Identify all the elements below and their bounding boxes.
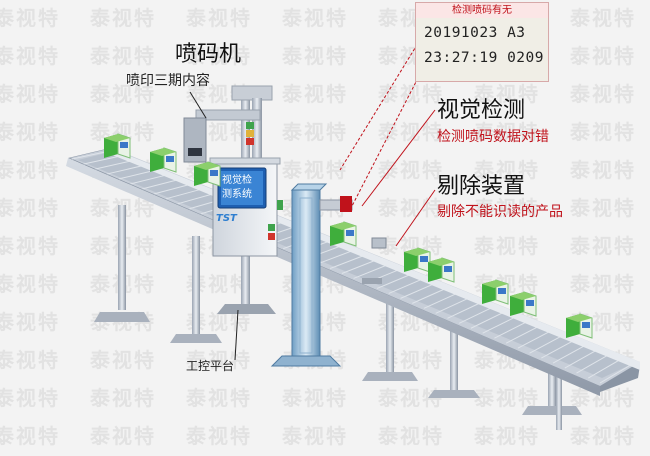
code-readout-line-2: 23:27:19 0209 bbox=[424, 50, 544, 66]
conveyor-roller bbox=[107, 164, 146, 175]
product-box bbox=[194, 161, 221, 187]
control-cabinet bbox=[209, 157, 283, 257]
screen-text-line-1: 视觉检 bbox=[222, 175, 252, 186]
leader-lines bbox=[189, 39, 436, 361]
conveyor-roller bbox=[376, 273, 413, 289]
product-box bbox=[404, 247, 431, 273]
conveyor-roller bbox=[177, 192, 215, 205]
platform-label: 工控平台 bbox=[186, 359, 235, 373]
conveyor-roller bbox=[588, 357, 623, 379]
conveyor-roller bbox=[142, 178, 180, 190]
conveyor-roller bbox=[154, 183, 192, 195]
conveyor-roller bbox=[353, 263, 390, 279]
code-readout-header: 检测喷码有无 bbox=[416, 3, 548, 18]
conveyor-roller bbox=[388, 277, 425, 294]
conveyor-roller bbox=[552, 343, 588, 364]
screen-text-line-2: 测系统 bbox=[222, 189, 252, 200]
vision-column bbox=[270, 183, 353, 367]
conveyor-roller bbox=[529, 334, 565, 354]
conveyor-roller bbox=[470, 310, 507, 329]
product-box bbox=[428, 257, 455, 283]
conveyor-roller bbox=[482, 315, 518, 334]
conveyor-roller bbox=[95, 159, 134, 170]
conveyor-roller bbox=[447, 301, 483, 319]
conveyor-roller bbox=[517, 329, 553, 349]
conveyor-roller bbox=[412, 287, 448, 304]
product-box bbox=[104, 133, 131, 159]
cabinet-brand: TST bbox=[216, 213, 237, 224]
reject-device bbox=[362, 237, 387, 284]
printer-title: 喷码机 bbox=[175, 42, 242, 67]
conveyor-roller bbox=[541, 339, 577, 359]
product-box bbox=[510, 291, 537, 317]
product-box bbox=[482, 279, 509, 305]
conveyor-roller bbox=[130, 174, 169, 185]
conveyor-roller bbox=[318, 249, 355, 265]
product-box bbox=[566, 313, 593, 339]
conveyor-roller bbox=[165, 188, 204, 200]
product-box bbox=[150, 147, 177, 173]
conveyor-roller bbox=[83, 155, 122, 165]
conveyor-roller bbox=[564, 348, 600, 369]
code-readout-panel: 检测喷码有无 20191023 A3 23:27:19 0209 bbox=[415, 2, 549, 82]
conveyor-roller bbox=[71, 150, 111, 160]
vision-title: 视觉检测 bbox=[437, 98, 526, 123]
conveyor-roller bbox=[494, 320, 530, 339]
conveyor-roller bbox=[435, 296, 472, 314]
conveyor-roller bbox=[576, 353, 611, 374]
conveyor-roller bbox=[400, 282, 437, 299]
conveyor-roller bbox=[423, 291, 460, 309]
reject-title: 剔除装置 bbox=[437, 174, 526, 199]
product-box bbox=[330, 221, 357, 247]
conveyor-belt bbox=[66, 148, 640, 396]
code-readout-line-1: 20191023 A3 bbox=[424, 25, 526, 41]
conveyor-roller bbox=[329, 254, 367, 269]
reject-desc: 剔除不能识读的产品 bbox=[437, 204, 563, 220]
printer-desc: 喷印三期内容 bbox=[126, 73, 210, 89]
vision-desc: 检测喷码数据对错 bbox=[437, 129, 549, 145]
conveyor-roller bbox=[599, 362, 635, 384]
conveyor-roller bbox=[458, 306, 495, 324]
conveyor-roller bbox=[505, 324, 542, 344]
conveyor-roller bbox=[341, 258, 379, 274]
products-layer bbox=[104, 133, 593, 339]
